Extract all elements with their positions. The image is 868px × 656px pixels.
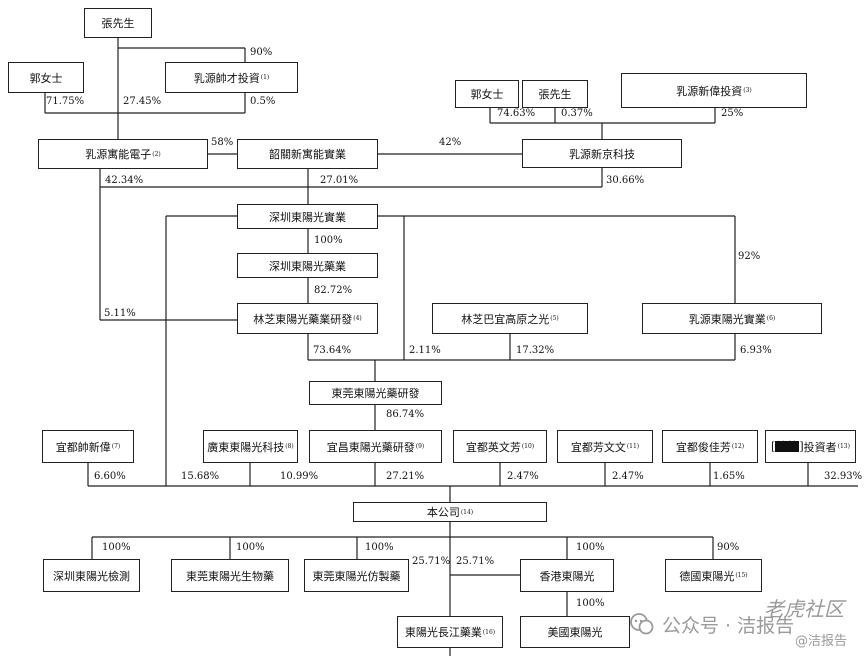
pct-label: 100% xyxy=(314,235,343,246)
pct-label: 90% xyxy=(717,542,740,553)
entity-yc-rd: 宜昌東陽光藥研發(9) xyxy=(309,430,442,463)
pct-label: 100% xyxy=(365,542,394,553)
entity-ryx-tech: 乳源新京科技 xyxy=(522,139,682,168)
entity-dg-rd: 東莞東陽光藥研發 xyxy=(309,381,442,405)
pct-label: 2.47% xyxy=(612,471,644,482)
wechat-icon xyxy=(630,613,654,635)
entity-sz-testing: 深圳東陽光檢測 xyxy=(43,559,140,592)
pct-label: 71.75% xyxy=(46,96,85,107)
pct-label: 25% xyxy=(721,108,744,119)
entity-cj-pharma: 東陽光長江藥業(16) xyxy=(397,616,503,648)
entity-de: 德國東陽光(15) xyxy=(665,559,762,592)
pct-label: 15.68% xyxy=(181,471,220,482)
entity-zhang-top: 張先生 xyxy=(84,8,152,38)
pct-label: 73.64% xyxy=(313,345,352,356)
entity-sg-industry: 韶關新寓能實業 xyxy=(237,139,378,169)
entity-rxw-invest: 乳源新偉投資(3) xyxy=(621,73,807,108)
pct-label: 58% xyxy=(211,137,234,148)
pct-label: 0.37% xyxy=(561,108,593,119)
entity-guo-right: 郭女士 xyxy=(455,80,519,108)
pct-label: 90% xyxy=(250,47,273,58)
pct-label: 100% xyxy=(576,542,605,553)
pct-label: 30.66% xyxy=(606,175,645,186)
pct-label: 100% xyxy=(236,542,265,553)
pct-label: 42.34% xyxy=(105,175,144,186)
pct-label: 10.99% xyxy=(280,471,319,482)
watermark-wechat: 公众号 · 洁报告 xyxy=(662,615,795,637)
pct-label: 6.60% xyxy=(94,471,126,482)
entity-hk: 香港東陽光 xyxy=(520,559,614,592)
redacted-block: 編纂 xyxy=(775,440,800,453)
entity-sz-pharma: 深圳東陽光藥業 xyxy=(237,253,378,278)
entity-yd-jun: 宜都俊佳芳(12) xyxy=(662,430,758,463)
watermark-handle: @洁报告 xyxy=(795,634,848,649)
pct-label: 74.63% xyxy=(497,108,536,119)
pct-label: 25.71% xyxy=(412,556,451,567)
pct-label: 42% xyxy=(439,137,462,148)
pct-label: 5.11% xyxy=(104,308,136,319)
pct-label: 32.93% xyxy=(824,471,863,482)
entity-yd-fang: 宜都芳文文(11) xyxy=(557,430,653,463)
entity-yd-shuai: 宜都帥新偉(7) xyxy=(42,430,134,463)
pct-label: 2.11% xyxy=(409,345,441,356)
entity-us: 美國東陽光 xyxy=(520,616,630,648)
pct-label: 100% xyxy=(576,598,605,609)
pct-label: 92% xyxy=(738,251,761,262)
pct-label: 82.72% xyxy=(314,285,353,296)
pct-label: 1.65% xyxy=(713,471,745,482)
entity-gd-tech: 廣東東陽光科技(8) xyxy=(203,430,298,463)
entity-lz-yigao: 林芝巴宜高原之光(5) xyxy=(432,303,588,334)
entity-dg-generic: 東莞東陽光仿製藥 xyxy=(304,559,409,592)
entity-sz-industry: 深圳東陽光實業 xyxy=(237,204,378,229)
entity-investors: [編纂]投資者(13) xyxy=(765,430,856,463)
entity-guo-left: 郭女士 xyxy=(8,62,84,93)
watermark-community: 老虎社区 xyxy=(764,597,844,621)
pct-label: 6.93% xyxy=(740,345,772,356)
pct-label: 27.21% xyxy=(386,471,425,482)
pct-label: 2.47% xyxy=(507,471,539,482)
entity-dg-bio: 東莞東陽光生物藥 xyxy=(171,559,289,592)
pct-label: 25.71% xyxy=(456,556,495,567)
entity-rys-invest: 乳源帥才投資(1) xyxy=(165,62,298,93)
entity-lz-rd: 林芝東陽光藥業研發(4) xyxy=(237,303,378,334)
entity-company: 本公司(14) xyxy=(353,502,547,522)
pct-label: 100% xyxy=(102,542,131,553)
pct-label: 86.74% xyxy=(386,409,425,420)
entity-ry-electronic: 乳源寓能電子(2) xyxy=(38,139,208,169)
pct-label: 17.32% xyxy=(516,345,555,356)
entity-yd-ying: 宜都英文芳(10) xyxy=(453,430,547,463)
pct-label: 0.5% xyxy=(250,96,276,107)
pct-label: 27.45% xyxy=(123,96,162,107)
pct-label: 27.01% xyxy=(320,175,359,186)
entity-ry-industry: 乳源東陽光實業(6) xyxy=(642,303,822,334)
entity-zhang-right: 張先生 xyxy=(522,80,588,108)
